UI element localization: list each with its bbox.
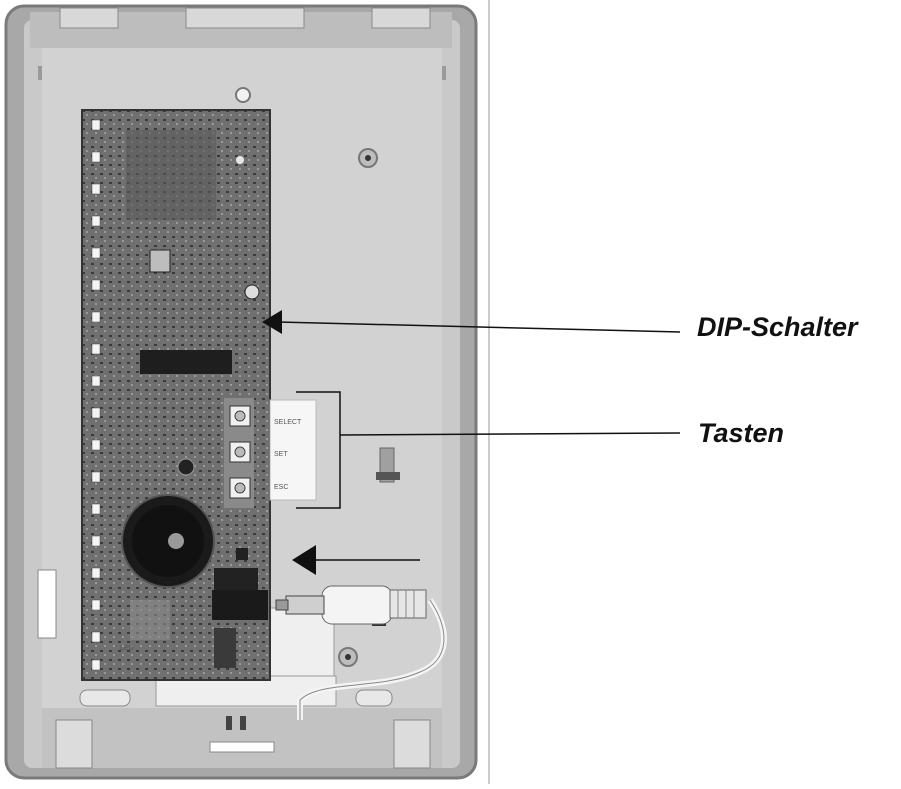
ic-chip [140,350,232,374]
circuit-board: LED [81,109,271,681]
legend-esc: ESC [274,484,288,491]
tasten-bracket [296,391,341,509]
power-plug [321,585,393,625]
svg-text:LED: LED [120,645,134,652]
legend-set: SET [274,451,288,458]
dip-callout-line [277,321,681,333]
callouts [262,310,681,575]
button-legend-card [269,399,317,501]
buzzer [121,494,215,588]
tasten-callout-line [339,432,681,436]
buttons-label: Tasten [698,418,785,448]
button-panel: SELECT SET ESC [224,398,317,508]
arrow-left-icon [262,310,282,334]
screw-hole-icon [235,87,251,103]
arrow-left-icon [292,545,316,575]
dip-switch-label: DIP-Schalter [697,312,858,342]
legend-select: SELECT [274,419,302,426]
power-cable [275,585,447,720]
